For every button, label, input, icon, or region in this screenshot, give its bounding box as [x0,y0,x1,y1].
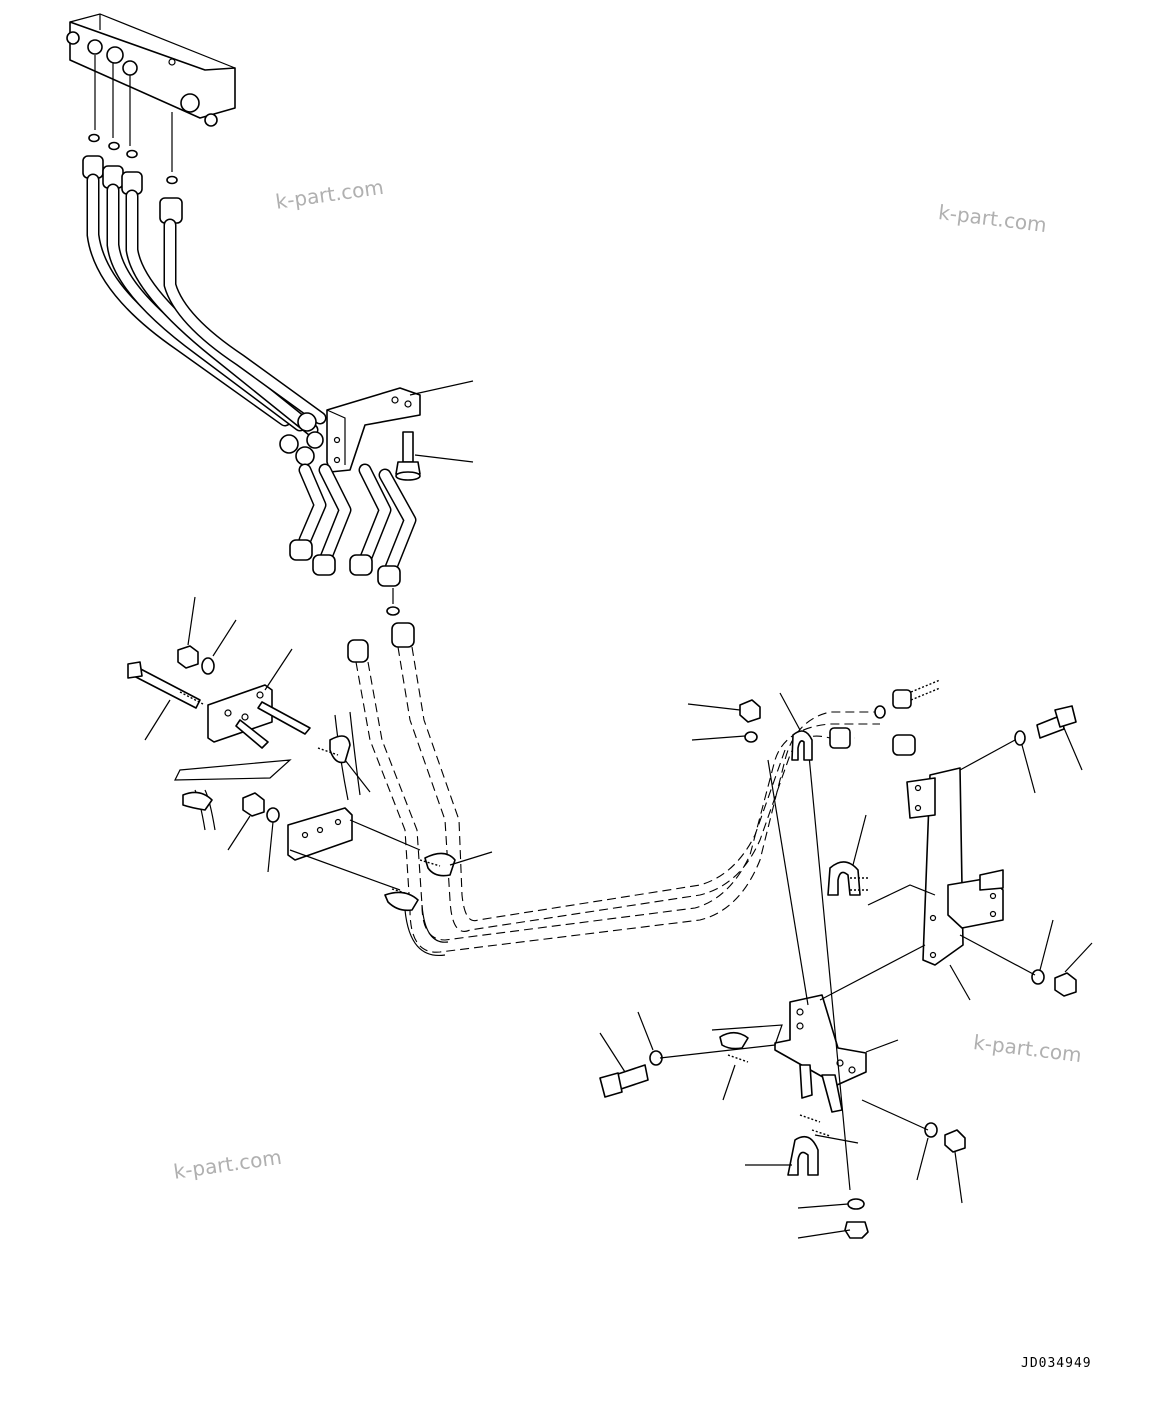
tube-fittings-mid [347,622,415,663]
o-ring-mid [386,606,400,616]
tube-end-fittings-right [829,679,941,756]
clamp-u-left [317,711,361,801]
clamp-lower-right [711,1024,831,1176]
nut-washer-left-lower [242,792,280,823]
left-tube-clamp-assembly [127,661,311,749]
leader-plate-to-clamp [289,849,401,891]
fitting-leader-lines [94,55,173,172]
u-bolt-right [827,861,936,906]
hydraulic-tubes-long [355,646,880,957]
bolt-top-right [1014,705,1077,746]
nut-washer-lower-right [924,1122,966,1153]
leader-clamp-to-plate [349,819,421,851]
p-clamp-top-right [791,730,813,761]
hose-end-fittings [82,155,183,224]
bracket-mounting-bolt [395,431,421,481]
nut-washer-top-right [739,699,761,743]
assembly-leader-lines [659,739,1036,1191]
o-ring-group-top [88,133,178,185]
nut-washer-bottom [844,1198,869,1239]
lower-bracket [774,994,867,1113]
callout-leader-lines [144,380,1093,1239]
nut-left-upper [177,645,215,675]
right-vertical-bracket [906,767,1004,966]
clamp-u-center [384,852,456,912]
lower-left-clamp-plate [174,759,353,861]
valve-block [66,13,236,127]
hydraulic-hoses-upper [86,173,327,437]
hose-elbows [289,463,417,587]
bolt-lower-left-of-bracket [599,1050,663,1098]
drawing-code: JD034949 [1021,1356,1092,1371]
nut-washer-right [1031,969,1077,997]
